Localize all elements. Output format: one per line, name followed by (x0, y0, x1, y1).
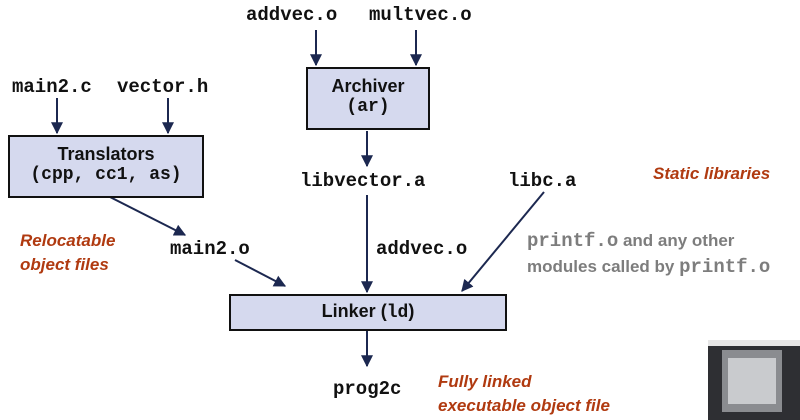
linker-box: Linker (ld) (229, 294, 507, 331)
main2-o-file: main2.o (170, 238, 250, 260)
fully-linked-note: Fully linked executable object file (438, 370, 610, 418)
multvec-o-input: multvec.o (369, 4, 472, 26)
addvec-o-linked-file: addvec.o (376, 238, 468, 260)
thumbnail-window-pane (728, 358, 776, 404)
relocatable-line1: Relocatable (20, 231, 116, 250)
arrow-main2o-to-linker (234, 259, 287, 287)
archiver-cmd: (ar) (346, 97, 390, 117)
printf-modules-note: printf.o and any other modules called by… (527, 228, 770, 280)
archiver-title: Archiver (331, 76, 405, 96)
libc-a-file: libc.a (508, 170, 577, 192)
printf-o-code-2: printf.o (679, 256, 771, 278)
arrow-libc-to-linker (461, 191, 545, 292)
video-thumbnail (708, 340, 800, 420)
prog2c-output: prog2c (333, 378, 402, 400)
printf-note-text-1: and any other (618, 231, 735, 250)
arrow-translators-to-main2o (109, 196, 187, 236)
addvec-o-input: addvec.o (246, 4, 338, 26)
linker-cmd: ld (386, 303, 409, 323)
translators-title: Translators (57, 144, 155, 164)
relocatable-line2: object files (20, 255, 109, 274)
linker-title: Linker (321, 301, 376, 321)
thumbnail-top-edge (708, 340, 800, 346)
main2-c-input: main2.c (12, 76, 92, 98)
translators-box: Translators (cpp, cc1, as) (8, 135, 204, 198)
libvector-a-file: libvector.a (300, 170, 426, 192)
fully-linked-line2: executable object file (438, 396, 610, 415)
linker-label: Linker (ld) (321, 301, 415, 323)
printf-o-code-1: printf.o (527, 230, 619, 252)
translators-cmd: (cpp, cc1, as) (30, 165, 182, 185)
relocatable-note: Relocatable object files (20, 229, 115, 277)
archiver-box: Archiver (ar) (306, 67, 430, 130)
printf-note-text-2: modules called by (527, 257, 680, 276)
fully-linked-line1: Fully linked (438, 372, 532, 391)
vector-h-input: vector.h (117, 76, 209, 98)
static-libraries-note: Static libraries (653, 164, 771, 183)
